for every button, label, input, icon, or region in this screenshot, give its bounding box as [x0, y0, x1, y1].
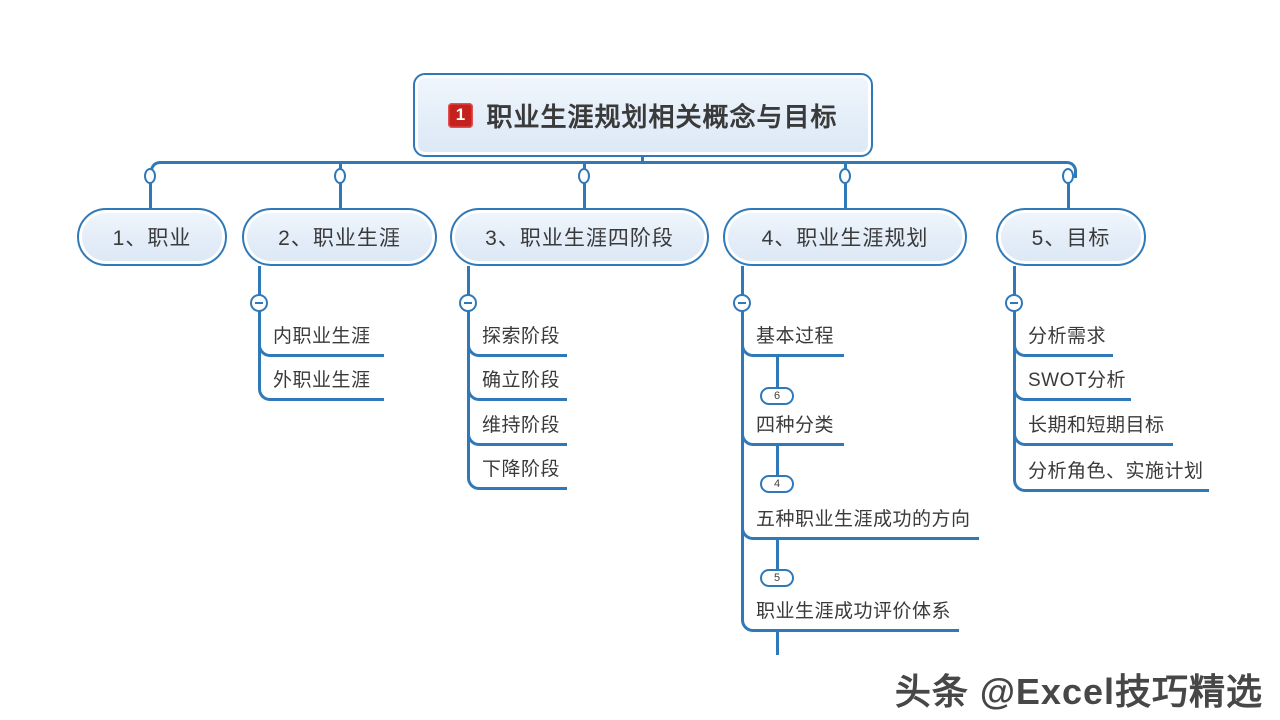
collapse-button[interactable] — [1005, 294, 1023, 312]
subtopic[interactable]: 分析需求 — [1028, 326, 1107, 347]
subtopic-underline — [1012, 432, 1173, 446]
subtopic[interactable]: 确立阶段 — [482, 370, 561, 391]
subtopic[interactable]: SWOT分析 — [1028, 370, 1126, 391]
subtopic[interactable]: 维持阶段 — [482, 415, 561, 436]
collapsed-count-badge[interactable]: 4 — [760, 475, 794, 493]
subtopic-underline — [466, 476, 567, 490]
trunk-line-4 — [740, 266, 744, 618]
subtopic[interactable]: 探索阶段 — [482, 326, 561, 347]
topic-label: 3、职业生涯四阶段 — [485, 227, 674, 250]
subtopic[interactable]: 基本过程 — [756, 326, 835, 347]
collapsed-count-badge[interactable]: 5 — [760, 569, 794, 587]
priority-1-icon: 1 — [448, 102, 474, 128]
subtopic-underline — [740, 343, 844, 357]
trunk-line-5 — [1012, 266, 1016, 478]
topic-label: 4、职业生涯规划 — [761, 227, 929, 250]
drop-line-4 — [843, 163, 847, 208]
subtopic[interactable]: 外职业生涯 — [273, 370, 371, 391]
collapse-button[interactable] — [250, 294, 268, 312]
topic-label: 1、职业 — [112, 227, 192, 250]
minus-icon — [255, 302, 263, 304]
root-topic[interactable]: 1 职业生涯规划相关概念与目标 — [413, 73, 873, 157]
badge-connector-line — [775, 357, 779, 387]
subtopic-underline — [466, 432, 567, 446]
subtopic-underline — [257, 343, 384, 357]
badge-connector-line — [775, 446, 779, 475]
topic-label: 2、职业生涯 — [278, 227, 401, 250]
branch-marker-icon — [1062, 168, 1074, 184]
subtopic[interactable]: 内职业生涯 — [273, 326, 371, 347]
branch-marker-icon — [578, 168, 590, 184]
connector-bus — [150, 161, 1077, 178]
collapsed-tail-line — [775, 632, 779, 655]
subtopic-underline — [466, 387, 567, 401]
subtopic-underline — [740, 432, 844, 446]
subtopic[interactable]: 分析角色、实施计划 — [1028, 461, 1204, 482]
topic-1-occupation[interactable]: 1、职业 — [77, 208, 227, 266]
topic-3-four-stages[interactable]: 3、职业生涯四阶段 — [450, 208, 709, 266]
subtopic-underline — [740, 526, 979, 540]
subtopic[interactable]: 四种分类 — [756, 415, 835, 436]
drop-line-1 — [148, 172, 152, 208]
subtopic-underline — [740, 618, 959, 632]
subtopic[interactable]: 职业生涯成功评价体系 — [756, 601, 952, 622]
root-connector-line — [641, 153, 644, 163]
topic-label: 5、目标 — [1031, 227, 1111, 250]
topic-2-career[interactable]: 2、职业生涯 — [242, 208, 437, 266]
branch-marker-icon — [839, 168, 851, 184]
subtopic[interactable]: 五种职业生涯成功的方向 — [756, 509, 971, 530]
branch-marker-icon — [144, 168, 156, 184]
subtopic[interactable]: 下降阶段 — [482, 459, 561, 480]
subtopic-underline — [1012, 478, 1209, 492]
topic-4-career-planning[interactable]: 4、职业生涯规划 — [723, 208, 967, 266]
subtopic-underline — [1012, 343, 1113, 357]
root-topic-label: 职业生涯规划相关概念与目标 — [486, 101, 838, 132]
subtopic-underline — [1012, 387, 1131, 401]
trunk-line-2 — [257, 266, 261, 387]
topic-5-goals[interactable]: 5、目标 — [996, 208, 1146, 266]
subtopic-underline — [257, 387, 384, 401]
collapsed-count-badge[interactable]: 6 — [760, 387, 794, 405]
subtopic-underline — [466, 343, 567, 357]
badge-connector-line — [775, 540, 779, 569]
watermark-text: 头条 @Excel技巧精选 — [894, 671, 1263, 712]
branch-marker-icon — [334, 168, 346, 184]
collapse-button[interactable] — [733, 294, 751, 312]
subtopic[interactable]: 长期和短期目标 — [1028, 415, 1165, 436]
drop-line-3 — [582, 163, 586, 208]
drop-line-5 — [1066, 172, 1070, 208]
minus-icon — [464, 302, 472, 304]
trunk-line-3 — [466, 266, 470, 476]
minus-icon — [1010, 302, 1018, 304]
collapse-button[interactable] — [459, 294, 477, 312]
minus-icon — [738, 302, 746, 304]
drop-line-2 — [338, 163, 342, 208]
